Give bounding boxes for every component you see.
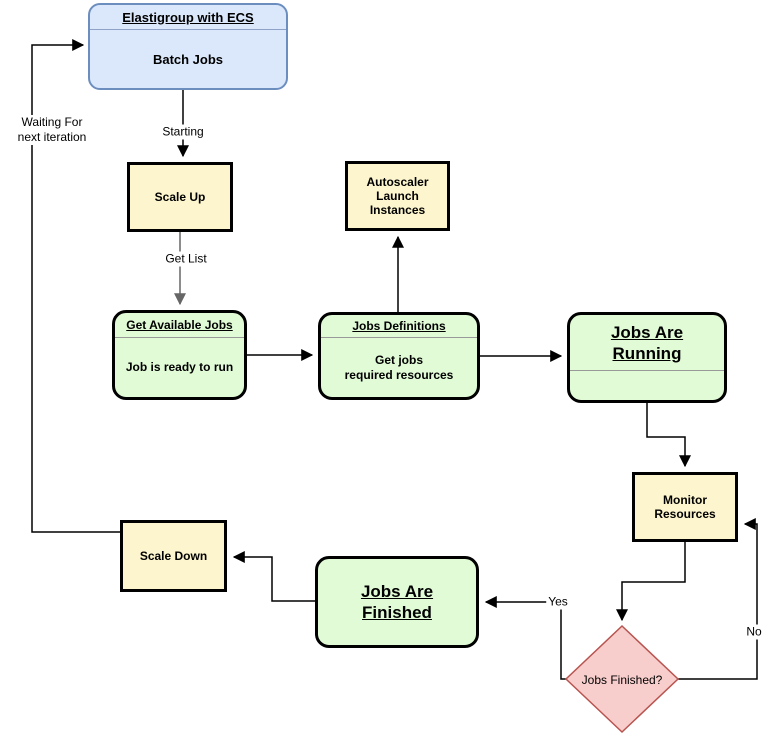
waiting-label-line-2: next iteration [17, 130, 87, 144]
scale-up-label: Scale Up [154, 190, 206, 204]
monitor-resources-line-2: Resources [654, 507, 716, 521]
edge-label-yes: Yes [546, 594, 570, 610]
node-get-available-jobs: Get Available Jobs Job is ready to run [112, 310, 247, 400]
edge-yes [484, 596, 566, 680]
monitor-resources-line-1: Monitor [663, 493, 707, 507]
jobs-are-running-title: Jobs Are Running [570, 315, 724, 371]
elastigroup-body: Batch Jobs [152, 51, 224, 67]
autoscaler-line-3: Instances [369, 203, 426, 217]
jobs-are-finished-title: Jobs Are Finished [361, 581, 433, 623]
jobs-are-finished-title-line-2: Finished [362, 603, 432, 622]
node-scale-down: Scale Down [120, 520, 227, 592]
decision-diamond [564, 624, 680, 734]
jobs-definitions-title: Jobs Definitions [321, 315, 477, 338]
decision-jobs-finished-label: Jobs Finished? [581, 673, 663, 687]
autoscaler-line-1: Autoscaler [366, 175, 429, 189]
elastigroup-title: Elastigroup with ECS [90, 5, 286, 30]
node-monitor-resources: Monitor Resources [632, 472, 738, 542]
waiting-label-line-1: Waiting For [21, 115, 83, 129]
jobs-definitions-body-line-1: Get jobs [374, 352, 423, 367]
jobs-definitions-body: Get jobs required resources [321, 338, 477, 397]
edge-label-starting: Starting [160, 124, 206, 140]
jobs-are-finished-title-line-1: Jobs Are [360, 582, 434, 601]
node-jobs-are-finished: Jobs Are Finished [315, 556, 479, 648]
autoscaler-line-2: Launch [376, 189, 419, 203]
edge-label-no: No [744, 624, 764, 640]
scale-down-label: Scale Down [139, 549, 208, 563]
edge-monitor-to-decision [616, 542, 686, 622]
node-scale-up: Scale Up [127, 162, 233, 232]
edge-label-get-list: Get List [163, 251, 209, 267]
jobs-definitions-body-line-2: required resources [344, 367, 454, 382]
edge-waiting-loop [31, 39, 120, 533]
node-jobs-are-running: Jobs Are Running [567, 312, 727, 403]
edge-running-to-monitor [646, 403, 691, 468]
edge-no-loop [678, 518, 758, 680]
get-available-jobs-body: Job is ready to run [125, 360, 234, 374]
node-jobs-definitions: Jobs Definitions Get jobs required resou… [318, 312, 480, 400]
get-available-jobs-title: Get Available Jobs [115, 313, 244, 338]
edge-label-waiting-for-next-iteration: Waiting For next iteration [15, 115, 89, 145]
edge-finished-to-scaledown [232, 551, 315, 602]
jobs-are-running-title-line-1: Jobs Are [610, 322, 684, 342]
node-elastigroup-batch-jobs: Elastigroup with ECS Batch Jobs [88, 3, 288, 90]
node-autoscaler-launch-instances: Autoscaler Launch Instances [345, 161, 450, 231]
jobs-are-running-title-line-2: Running [612, 343, 682, 363]
